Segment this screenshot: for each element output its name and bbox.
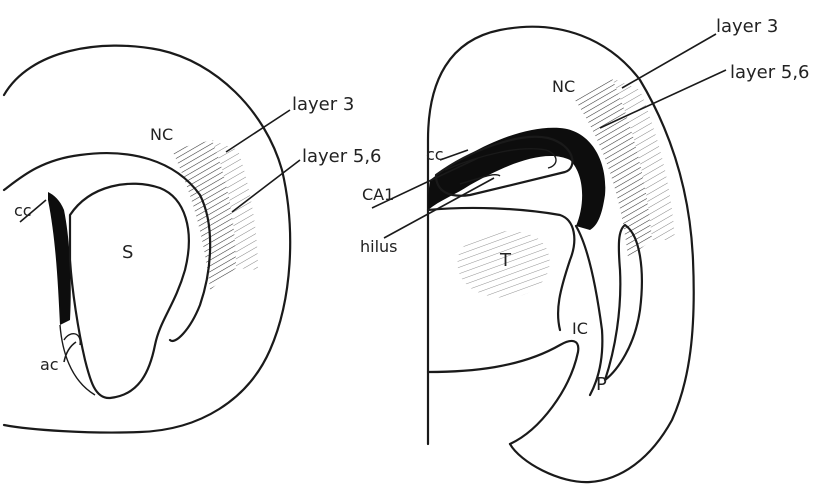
left-layer3-label: layer 3 [292,94,354,115]
right-inner-boundary [576,226,602,395]
left-ac-label: ac [40,355,59,374]
left-brain-section: NC layer 3 layer 5,6 cc S ac [4,46,382,433]
left-striatum [70,184,189,398]
right-t-label: T [499,250,512,271]
right-layer3-leader [622,34,716,88]
left-inner-boundary [4,153,210,341]
ac-arrow [64,342,76,362]
right-p-label: P [596,374,607,395]
right-ca1-label: CA1 [362,185,394,204]
left-layer56-label: layer 5,6 [302,146,382,167]
right-cc-label: cc [426,145,444,164]
right-lower-boundary [428,341,578,444]
left-nc-label: NC [150,125,173,144]
left-ventricle-dark-band [48,192,71,325]
right-brain-section: NC layer 3 layer 5,6 cc CA1 hilus T IC P [360,16,810,482]
right-hilus-label: hilus [360,237,398,256]
left-cc-label: cc [14,201,32,220]
right-ic-label: IC [572,319,588,338]
right-nc-label: NC [552,77,575,96]
left-s-label: S [122,242,133,263]
left-anterior-commissure [64,334,80,345]
right-layer56-label: layer 5,6 [730,62,810,83]
right-callosal-dark-band [428,128,605,230]
right-layer3-label: layer 3 [716,16,778,37]
left-layer3-leader [226,110,290,152]
